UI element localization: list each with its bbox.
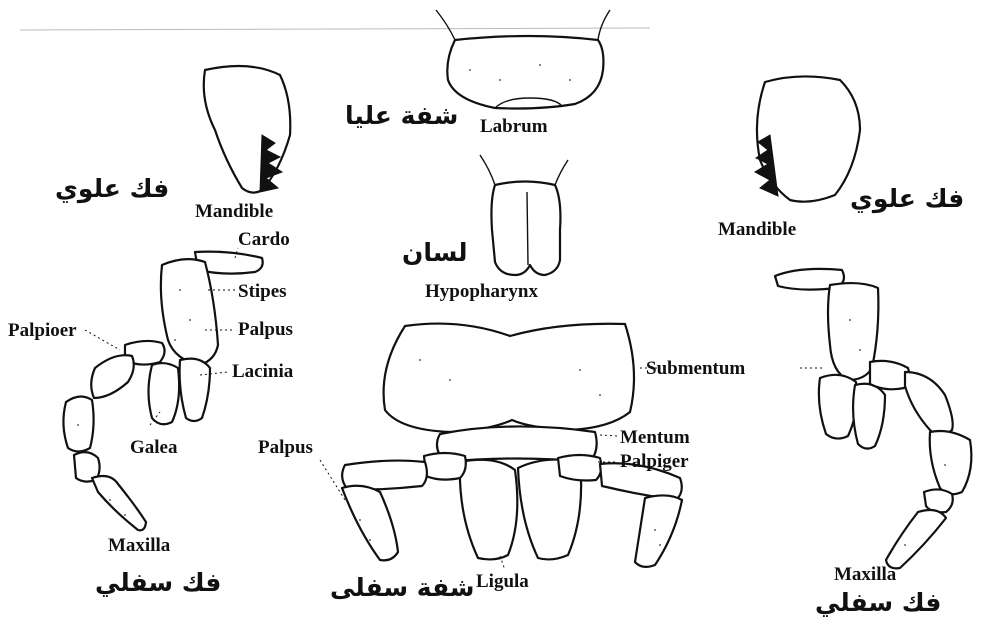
label-submentum: Submentum [646,359,745,378]
label-left-maxilla-arabic: فك سفلي [95,570,221,595]
label-mentum: Mentum [620,428,690,447]
label-labrum: Labrum [480,117,548,136]
label-left-mandible-arabic: فك علوي [55,176,169,201]
right-maxilla-drawing [775,269,971,568]
left-maxilla-drawing [63,252,262,531]
label-galea: Galea [130,438,178,457]
label-left-mandible: Mandible [195,202,273,221]
label-hypopharynx-arabic: لسان [402,240,468,265]
label-right-maxilla: Maxilla [834,565,896,584]
label-labium-arabic: شفة سفلى [330,575,475,600]
hypopharynx-drawing [480,155,568,275]
label-ligula: Ligula [476,572,529,591]
label-right-maxilla-arabic: فك سفلي [815,590,941,615]
label-palpiger: Palpiger [620,452,689,471]
label-maxillary-palpus: Palpus [238,320,293,339]
label-hypopharynx: Hypopharynx [425,282,538,301]
label-palpifer: Palpioer [8,321,77,340]
label-labial-palpus: Palpus [258,438,313,457]
label-labrum-arabic: شفة عليا [345,103,458,128]
label-cardo: Cardo [238,230,290,249]
label-lacinia: Lacinia [232,362,293,381]
label-right-mandible: Mandible [718,220,796,239]
left-mandible-drawing [204,66,291,193]
label-stipes: Stipes [238,282,287,301]
label-right-mandible-arabic: فك علوي [850,186,964,211]
label-left-maxilla: Maxilla [108,536,170,555]
right-mandible-drawing [755,76,860,201]
labrum-drawing [436,10,610,109]
scan-artifact-line [20,28,650,30]
